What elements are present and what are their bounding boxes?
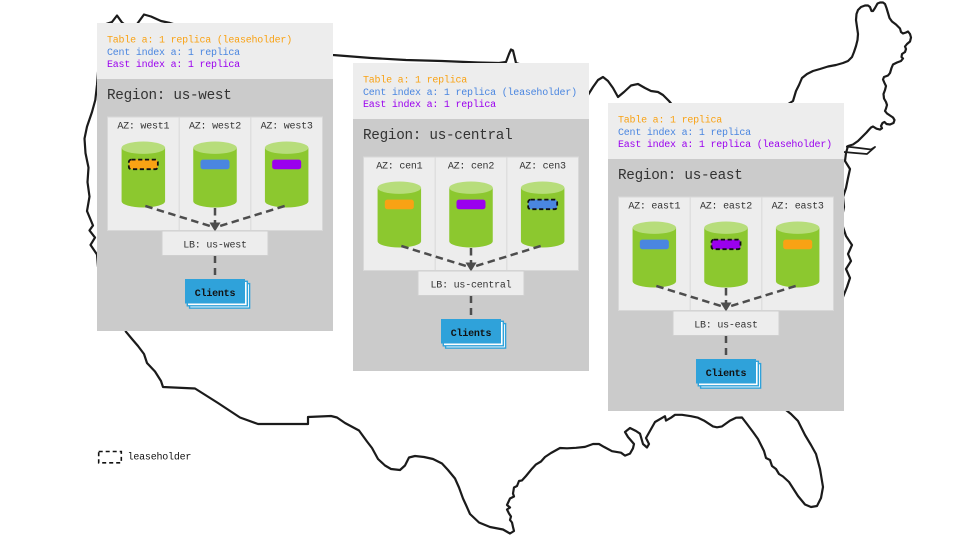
svg-text:Cent index a: 1 replica: Cent index a: 1 replica [618,127,751,139]
svg-text:Region: us-central: Region: us-central [363,128,512,144]
svg-text:AZ: east2: AZ: east2 [700,202,752,213]
svg-text:AZ: west1: AZ: west1 [117,122,169,133]
svg-text:Table a: 1 replica: Table a: 1 replica [363,75,467,87]
svg-text:Clients: Clients [451,328,492,340]
svg-text:Table a: 1 replica (leaseholde: Table a: 1 replica (leaseholder) [107,35,292,47]
svg-text:AZ: cen1: AZ: cen1 [376,162,422,173]
svg-text:Cent index a: 1 replica: Cent index a: 1 replica [107,47,240,59]
svg-text:LB: us-west: LB: us-west [183,241,247,252]
svg-text:Region: us-east: Region: us-east [618,168,743,184]
svg-text:Clients: Clients [706,368,747,380]
svg-text:AZ: east3: AZ: east3 [772,202,824,213]
svg-text:Clients: Clients [195,288,236,300]
svg-text:East index a: 1 replica: East index a: 1 replica [107,59,240,71]
svg-text:Cent index a: 1 replica (lease: Cent index a: 1 replica (leaseholder) [363,87,577,99]
svg-text:Table a: 1 replica: Table a: 1 replica [618,115,722,127]
svg-text:Region: us-west: Region: us-west [107,88,232,104]
svg-text:AZ: west2: AZ: west2 [189,122,241,133]
svg-text:AZ: east1: AZ: east1 [628,202,680,213]
svg-text:leaseholder: leaseholder [128,452,192,464]
svg-text:AZ: cen2: AZ: cen2 [448,162,494,173]
svg-text:East index a: 1 replica (lease: East index a: 1 replica (leaseholder) [618,139,832,151]
svg-text:LB: us-east: LB: us-east [694,321,758,332]
svg-text:AZ: west3: AZ: west3 [261,122,313,133]
svg-text:East index a: 1 replica: East index a: 1 replica [363,99,496,111]
svg-text:LB: us-central: LB: us-central [431,280,512,292]
svg-text:AZ: cen3: AZ: cen3 [520,162,566,173]
